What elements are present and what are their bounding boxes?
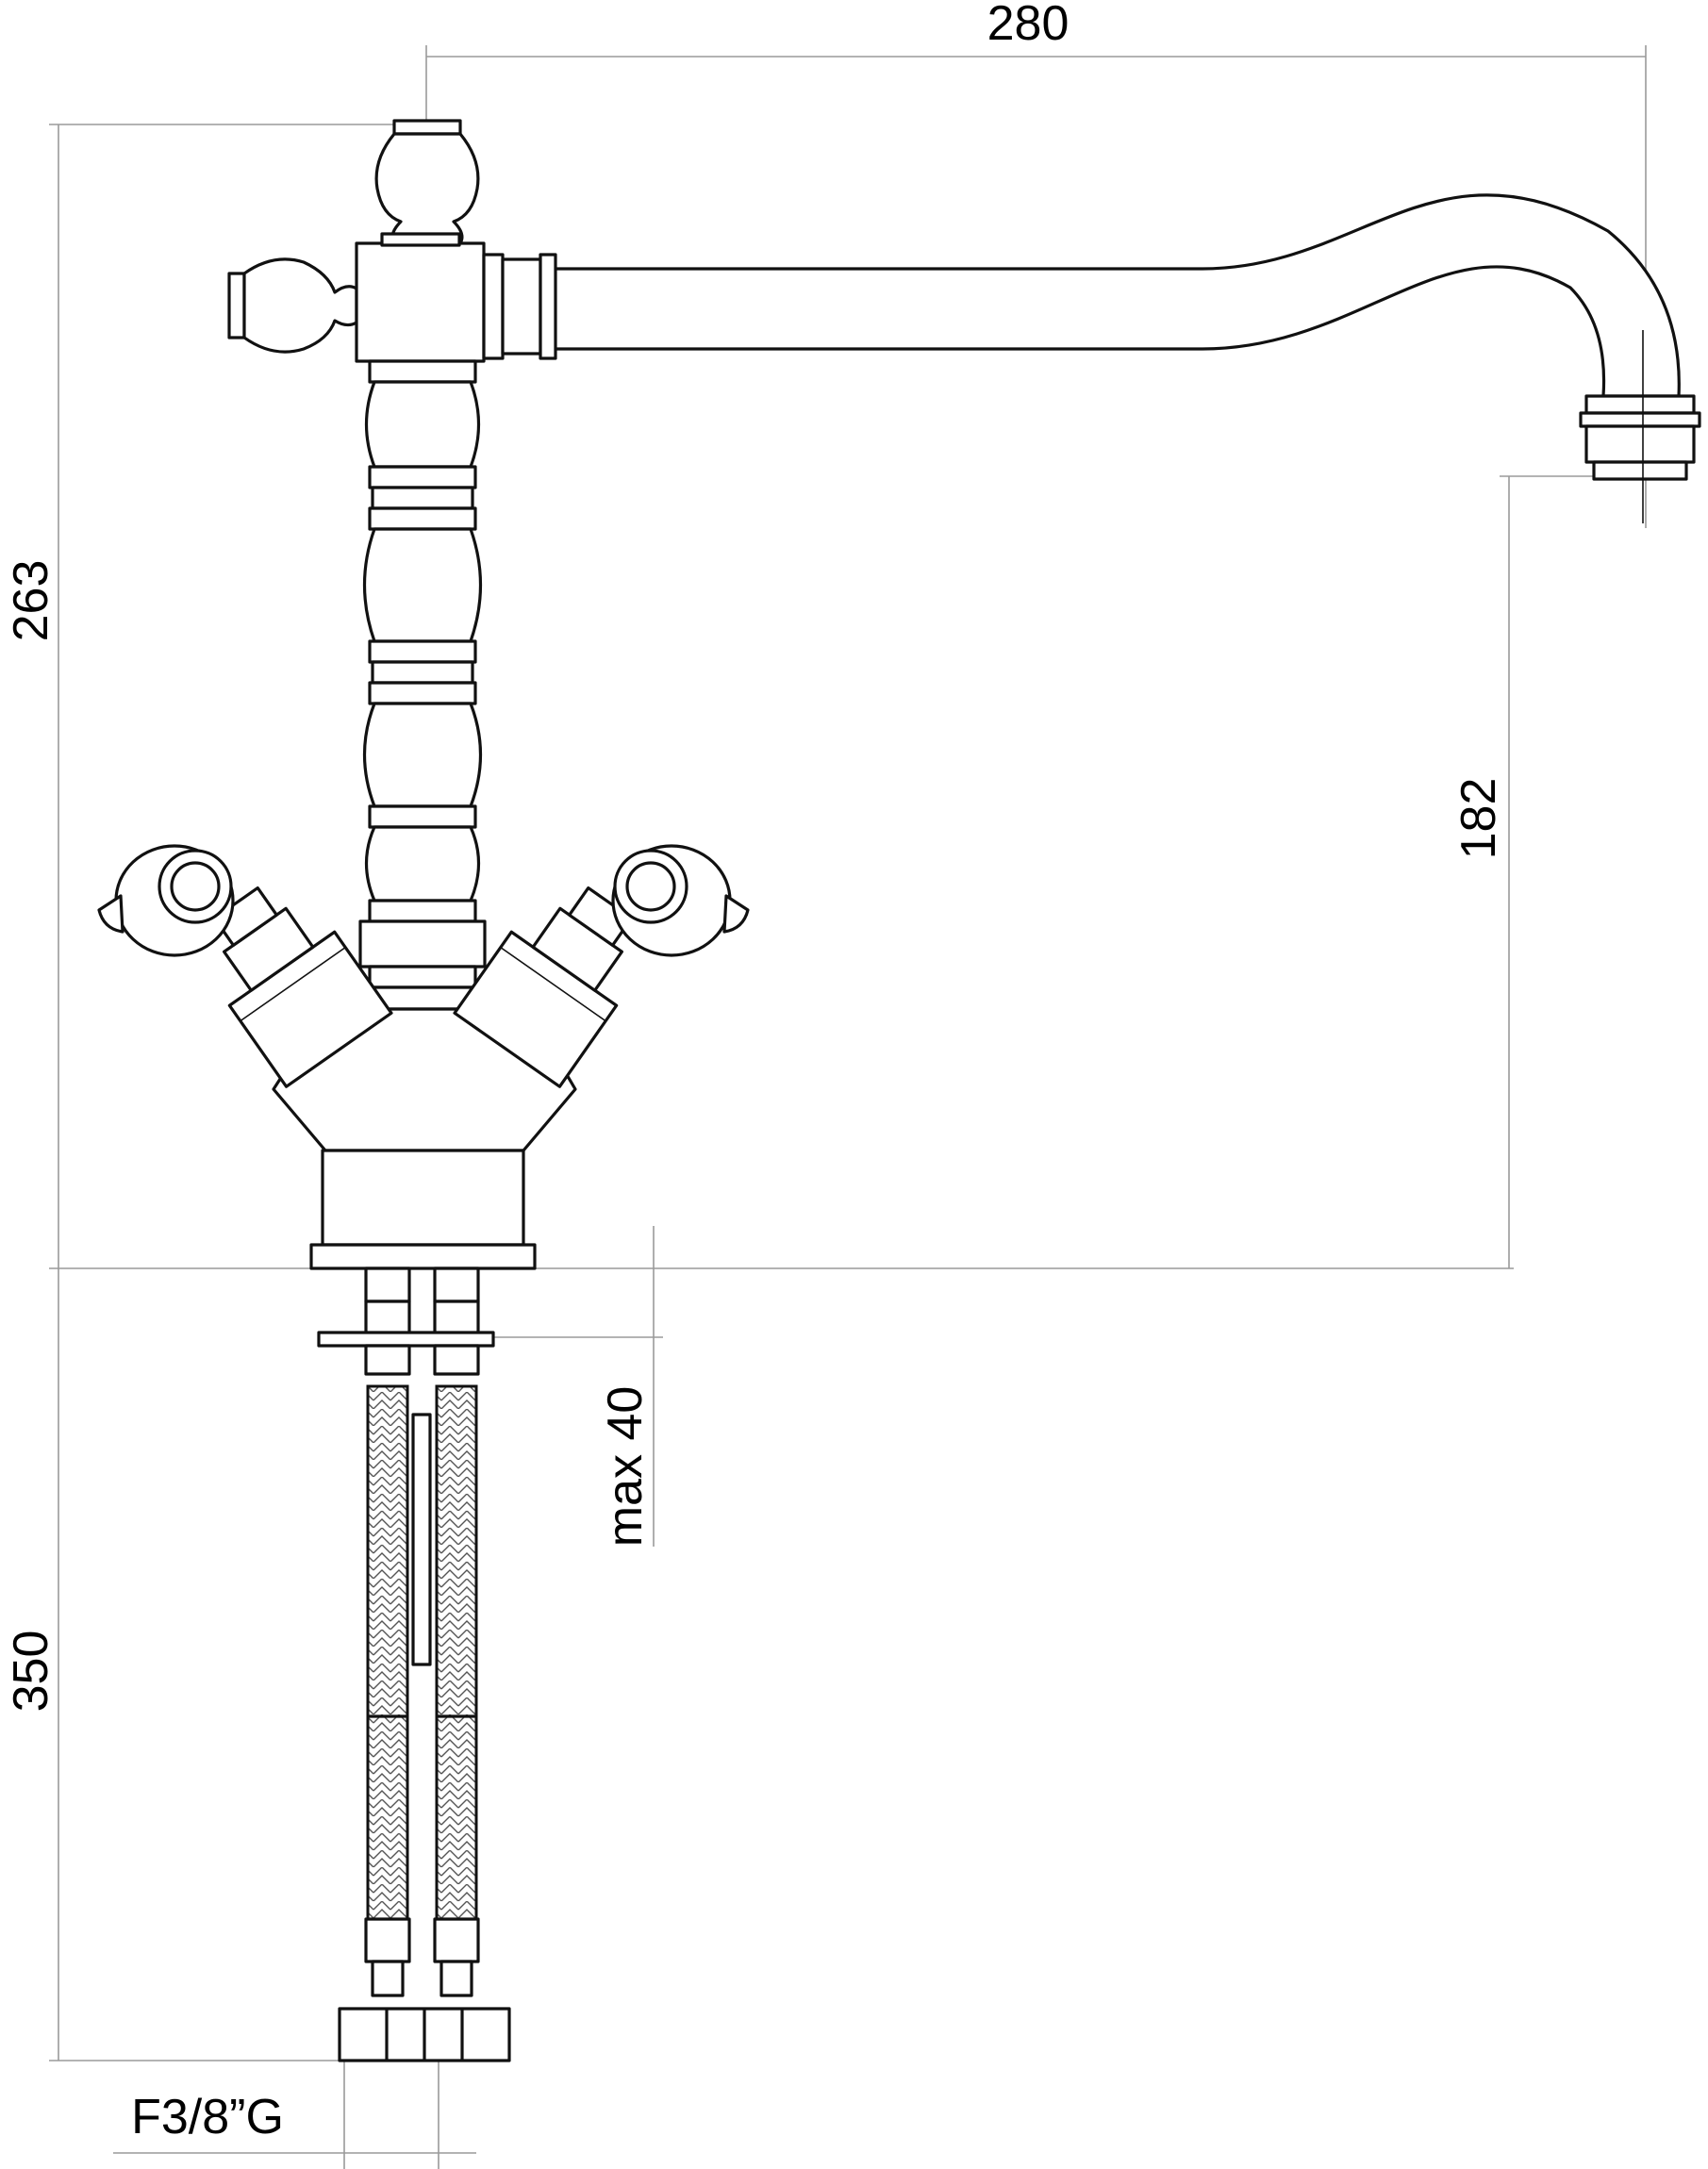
hot-handle <box>453 844 750 1088</box>
max-deck-thickness-label: max 40 <box>598 1386 653 1548</box>
dimension-lines <box>49 45 1647 2169</box>
aerator <box>1579 330 1701 523</box>
faucet-head <box>227 119 557 363</box>
connection-thread-label: F3/8”G <box>131 2090 284 2144</box>
mounting-assembly <box>317 1267 511 2062</box>
body-column <box>358 359 487 989</box>
spout-reach-label: 280 <box>987 0 1070 51</box>
hose-length-label: 350 <box>4 1631 58 1713</box>
total-height-label: 263 <box>4 560 58 642</box>
cold-handle <box>97 844 393 1088</box>
spout <box>553 193 1701 523</box>
spout-height-label: 182 <box>1451 778 1506 860</box>
